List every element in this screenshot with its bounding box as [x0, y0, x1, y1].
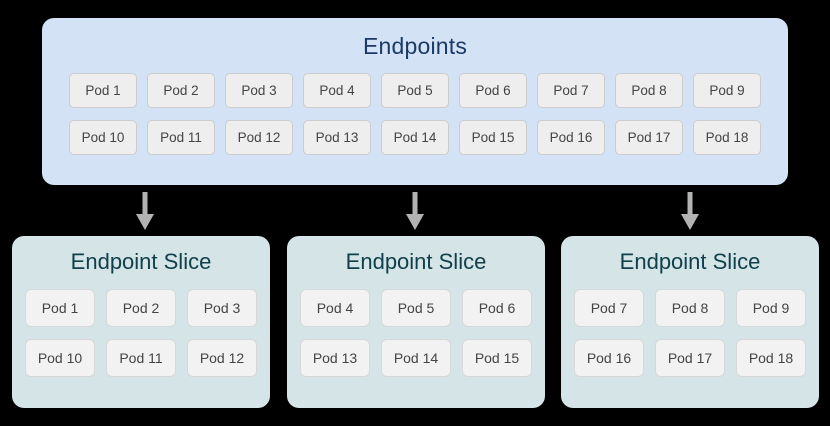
pod-chip: Pod 10 — [69, 120, 137, 155]
endpoints-title: Endpoints — [362, 33, 468, 59]
pod-chip: Pod 15 — [459, 120, 527, 155]
slice-pod-row-2: Pod 13 Pod 14 Pod 15 — [287, 339, 545, 377]
pod-chip: Pod 5 — [381, 73, 449, 108]
pod-chip: Pod 17 — [615, 120, 683, 155]
pod-chip: Pod 2 — [147, 73, 215, 108]
endpoints-pod-row-1: Pod 1 Pod 2 Pod 3 Pod 4 Pod 5 Pod 6 Pod … — [42, 73, 788, 108]
pod-chip: Pod 11 — [106, 339, 176, 377]
slice-pod-row-1: Pod 1 Pod 2 Pod 3 — [12, 289, 270, 327]
slice-pod-row-2: Pod 16 Pod 17 Pod 18 — [561, 339, 819, 377]
slice-pod-row-1: Pod 4 Pod 5 Pod 6 — [287, 289, 545, 327]
down-arrow-icon — [679, 192, 701, 230]
pod-chip: Pod 18 — [736, 339, 806, 377]
endpoints-card: Endpoints Pod 1 Pod 2 Pod 3 Pod 4 Pod 5 … — [42, 18, 788, 185]
pod-chip: Pod 4 — [300, 289, 370, 327]
pod-chip: Pod 13 — [300, 339, 370, 377]
pod-chip: Pod 8 — [655, 289, 725, 327]
pod-chip: Pod 3 — [187, 289, 257, 327]
pod-chip: Pod 13 — [303, 120, 371, 155]
pod-chip: Pod 1 — [69, 73, 137, 108]
pod-chip: Pod 14 — [381, 339, 451, 377]
pod-chip: Pod 9 — [736, 289, 806, 327]
endpoint-slice-card-2: Endpoint Slice Pod 4 Pod 5 Pod 6 Pod 13 … — [287, 236, 545, 408]
pod-chip: Pod 5 — [381, 289, 451, 327]
down-arrow-icon — [134, 192, 156, 230]
pod-chip: Pod 2 — [106, 289, 176, 327]
pod-chip: Pod 12 — [187, 339, 257, 377]
pod-chip: Pod 17 — [655, 339, 725, 377]
pod-chip: Pod 16 — [574, 339, 644, 377]
pod-chip: Pod 6 — [459, 73, 527, 108]
pod-chip: Pod 18 — [693, 120, 761, 155]
down-arrow-icon — [404, 192, 426, 230]
pod-chip: Pod 6 — [462, 289, 532, 327]
pod-chip: Pod 15 — [462, 339, 532, 377]
pod-chip: Pod 7 — [574, 289, 644, 327]
endpoint-slice-title: Endpoint Slice — [70, 249, 212, 274]
endpoint-slice-card-3: Endpoint Slice Pod 7 Pod 8 Pod 9 Pod 16 … — [561, 236, 819, 408]
pod-chip: Pod 14 — [381, 120, 449, 155]
endpoint-slice-title: Endpoint Slice — [345, 249, 487, 274]
pod-chip: Pod 10 — [25, 339, 95, 377]
pod-chip: Pod 3 — [225, 73, 293, 108]
pod-chip: Pod 9 — [693, 73, 761, 108]
pod-chip: Pod 1 — [25, 289, 95, 327]
pod-chip: Pod 8 — [615, 73, 683, 108]
slice-pod-row-2: Pod 10 Pod 11 Pod 12 — [12, 339, 270, 377]
pod-chip: Pod 4 — [303, 73, 371, 108]
endpoint-slice-title: Endpoint Slice — [619, 249, 761, 274]
pod-chip: Pod 12 — [225, 120, 293, 155]
endpoints-pod-row-2: Pod 10 Pod 11 Pod 12 Pod 13 Pod 14 Pod 1… — [42, 120, 788, 155]
pod-chip: Pod 7 — [537, 73, 605, 108]
endpoint-slice-card-1: Endpoint Slice Pod 1 Pod 2 Pod 3 Pod 10 … — [12, 236, 270, 408]
slice-pod-row-1: Pod 7 Pod 8 Pod 9 — [561, 289, 819, 327]
pod-chip: Pod 16 — [537, 120, 605, 155]
pod-chip: Pod 11 — [147, 120, 215, 155]
